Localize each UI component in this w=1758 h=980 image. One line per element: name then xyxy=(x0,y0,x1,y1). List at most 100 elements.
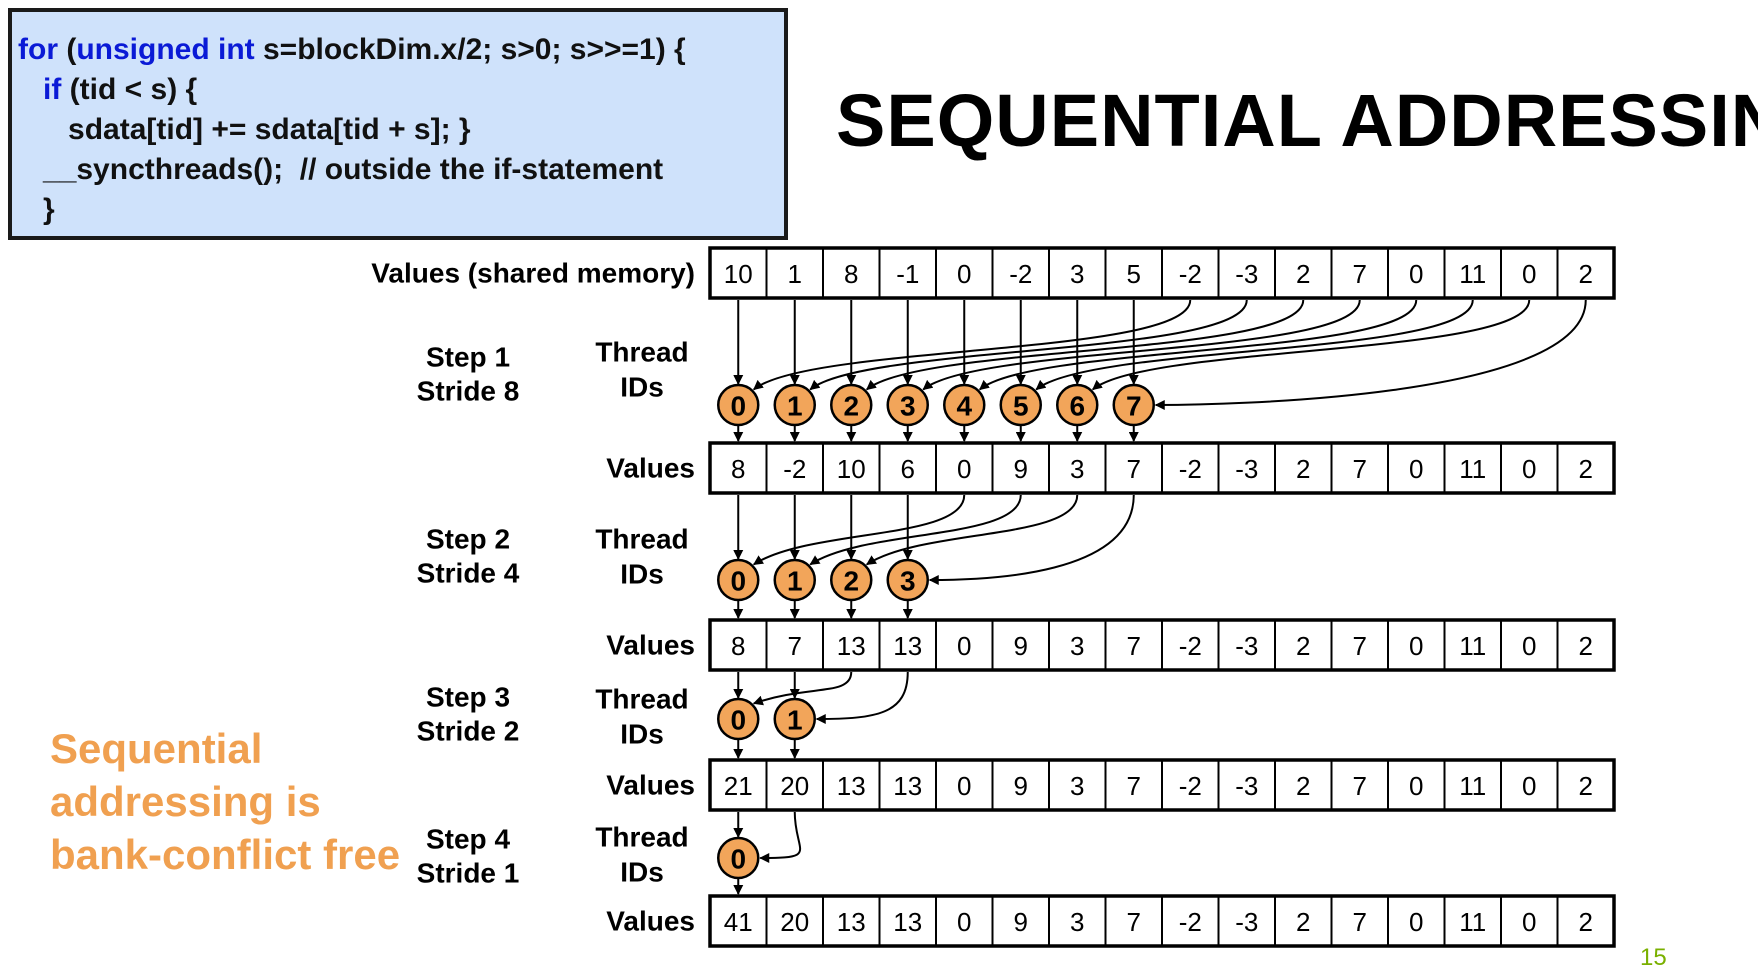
code-snippet: for (unsigned int s=blockDim.x/2; s>0; s… xyxy=(8,8,788,240)
ids-label: IDs xyxy=(620,857,664,888)
array-cell-value: 7 xyxy=(788,631,802,661)
array-cell-value: -3 xyxy=(1235,454,1258,484)
thread-id-circle xyxy=(830,383,873,427)
array-cell-value: 3 xyxy=(1070,454,1084,484)
array-cell-value: 8 xyxy=(844,259,858,289)
array-cell-value: 11 xyxy=(1459,454,1486,484)
thread-id-circle xyxy=(773,697,816,741)
stride-arrow xyxy=(928,494,1135,585)
array-cell-value: 2 xyxy=(1579,907,1593,937)
array-cell-value: 0 xyxy=(1409,259,1423,289)
array-cell-value: 10 xyxy=(724,259,753,289)
code-line: } xyxy=(18,190,784,230)
code-line: __syncthreads(); // outside the if-state… xyxy=(18,150,784,190)
array-cell-value: 21 xyxy=(724,771,753,801)
array-cell-value: 2 xyxy=(1296,259,1310,289)
array-cell-value: 7 xyxy=(1353,631,1367,661)
thread-id-number: 6 xyxy=(1069,391,1085,422)
array-cell-value: 0 xyxy=(957,259,971,289)
thread-id-number: 0 xyxy=(730,844,746,875)
array-cell-value: 2 xyxy=(1579,631,1593,661)
thread-id-circle xyxy=(717,697,760,741)
array-cell-value: 7 xyxy=(1127,631,1141,661)
stride-arrow xyxy=(753,299,1192,391)
thread-id-number: 0 xyxy=(730,566,746,597)
thread-id-number: 2 xyxy=(843,391,859,422)
array-cell-value: 2 xyxy=(1296,631,1310,661)
thread-id-number: 2 xyxy=(843,566,859,597)
stride-arrow xyxy=(865,494,1079,566)
step-label: Step 2 xyxy=(426,524,510,555)
array-cell-value: 13 xyxy=(837,771,866,801)
stride-label: Stride 8 xyxy=(417,376,520,407)
array-cell-value: 0 xyxy=(1522,771,1536,801)
array-cell-value: -1 xyxy=(896,259,919,289)
stride-arrow xyxy=(1092,299,1531,391)
array-cell-value: 3 xyxy=(1070,259,1084,289)
code-line: sdata[tid] += sdata[tid + s]; } xyxy=(18,110,784,150)
step-label: Step 3 xyxy=(426,682,510,713)
array-cell-value: 9 xyxy=(1014,907,1028,937)
array-cell-value: 2 xyxy=(1579,771,1593,801)
thread-id-circle xyxy=(717,383,760,427)
stride-arrow xyxy=(979,299,1418,391)
code-text: (tid < s) { xyxy=(61,73,198,106)
thread-id-circle xyxy=(943,383,986,427)
thread-id-number: 1 xyxy=(787,391,803,422)
thread-label: Thread xyxy=(595,337,688,368)
array-cell-value: 0 xyxy=(1522,259,1536,289)
thread-id-circle xyxy=(773,383,816,427)
array-cell-value: 2 xyxy=(1579,454,1593,484)
array-cell-value: 13 xyxy=(837,907,866,937)
array-cell-value: 11 xyxy=(1459,907,1486,937)
code-text: } xyxy=(18,193,55,226)
stride-label: Stride 2 xyxy=(417,716,520,747)
code-line: if (tid < s) { xyxy=(18,70,784,110)
array-cell-value: 0 xyxy=(1409,454,1423,484)
array-cell-value: 13 xyxy=(837,631,866,661)
array-cell-value: 7 xyxy=(1353,907,1367,937)
array-cell-value: 9 xyxy=(1014,631,1028,661)
array-cell-value: 3 xyxy=(1070,907,1084,937)
array-cell-value: 8 xyxy=(731,631,745,661)
array-cell-value: 13 xyxy=(893,771,922,801)
array-cell-value: 2 xyxy=(1296,907,1310,937)
code-keyword: if xyxy=(43,73,62,106)
array-cell-value: -2 xyxy=(1179,259,1202,289)
stride-arrow xyxy=(809,494,1022,566)
array-cell-value: -3 xyxy=(1235,259,1258,289)
array-cell-value: 2 xyxy=(1579,259,1593,289)
array-cell-value: 0 xyxy=(1409,771,1423,801)
thread-id-circle xyxy=(886,383,929,427)
array-cell-value: -2 xyxy=(1009,259,1032,289)
thread-id-number: 4 xyxy=(956,391,972,422)
array-cell-value: 7 xyxy=(1353,259,1367,289)
stride-arrow xyxy=(809,299,1248,391)
stride-label: Stride 1 xyxy=(417,858,520,889)
array-cell-value: 20 xyxy=(780,771,809,801)
code-line: for (unsigned int s=blockDim.x/2; s>0; s… xyxy=(18,30,784,70)
array-cell-value: 0 xyxy=(1409,907,1423,937)
array-cell-value: 0 xyxy=(1522,907,1536,937)
array-cell-value: 11 xyxy=(1459,771,1486,801)
values-label: Values xyxy=(606,453,695,484)
array-cell-value: 2 xyxy=(1296,771,1310,801)
array-cell-value: -2 xyxy=(783,454,806,484)
array-cell-value: 0 xyxy=(957,771,971,801)
array-cell-value: 6 xyxy=(901,454,915,484)
array-cell-value: 0 xyxy=(957,631,971,661)
slide-title: SEQUENTIAL ADDRESSING xyxy=(836,79,1758,162)
array-cell-value: -3 xyxy=(1235,907,1258,937)
thread-id-number: 3 xyxy=(900,566,916,597)
thread-id-circle xyxy=(830,558,873,602)
code-text: s=blockDim.x/2; s>0; s>>=1) { xyxy=(254,33,686,66)
bank-conflict-note: Sequential addressing is bank-conflict f… xyxy=(50,725,401,878)
array-cell-value: -3 xyxy=(1235,631,1258,661)
array-cell-value: 0 xyxy=(957,907,971,937)
stride-arrow xyxy=(866,299,1305,391)
thread-id-number: 5 xyxy=(1013,391,1029,422)
values-label: Values xyxy=(606,630,695,661)
code-text: ( xyxy=(58,33,77,66)
array-cell-value: -2 xyxy=(1179,771,1202,801)
